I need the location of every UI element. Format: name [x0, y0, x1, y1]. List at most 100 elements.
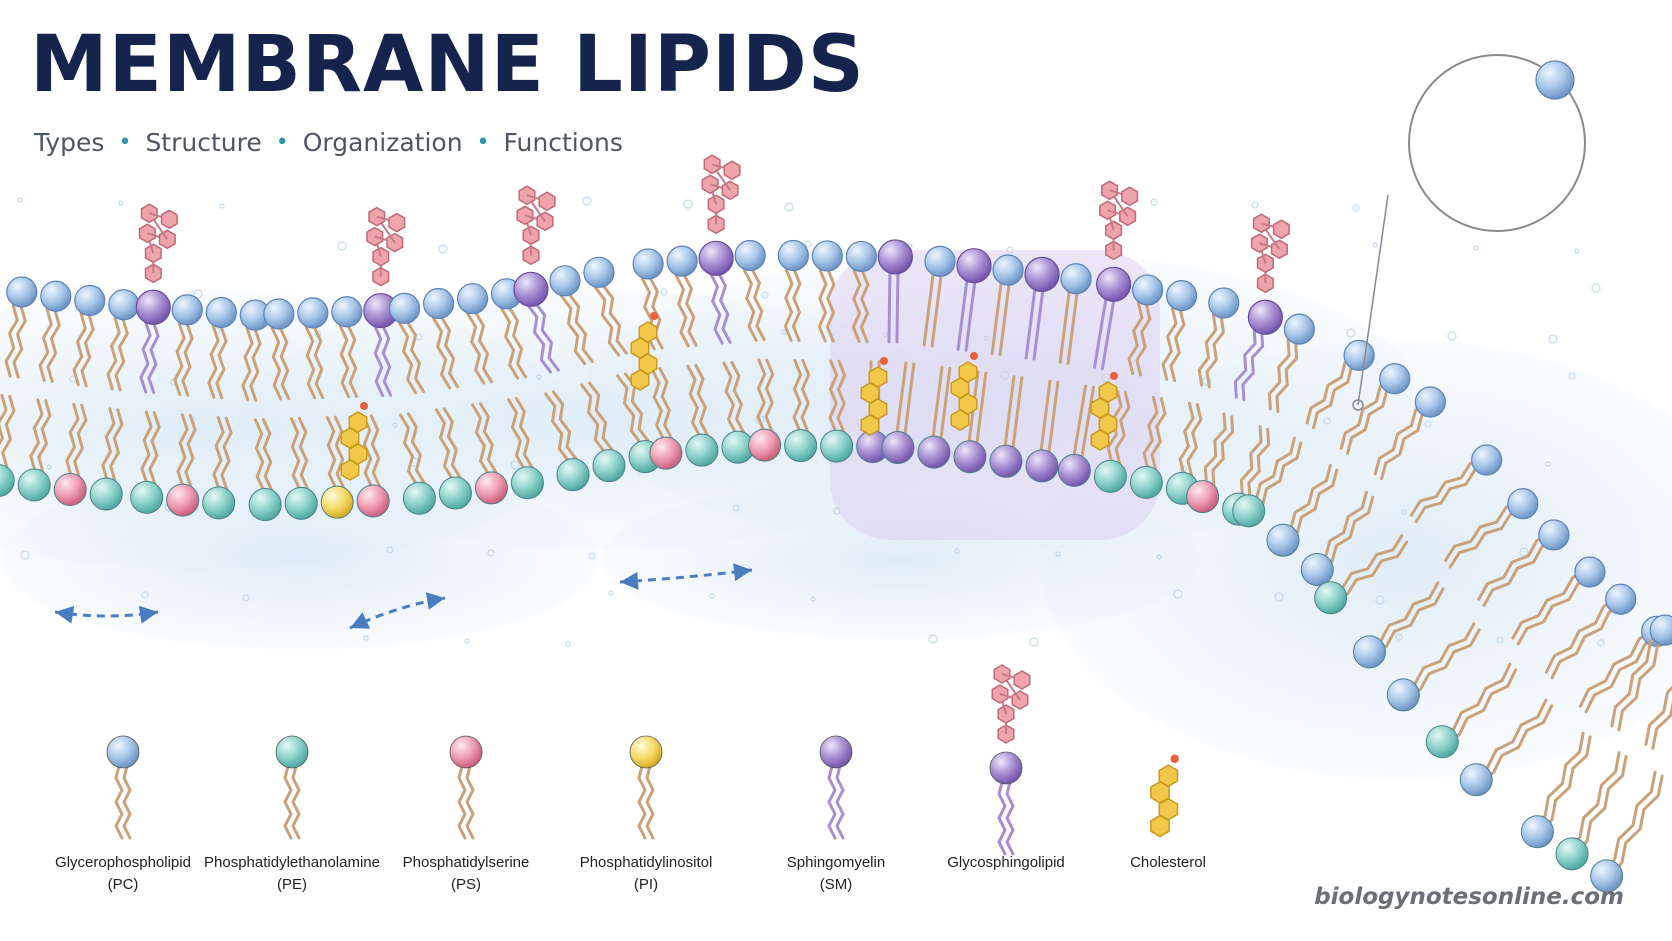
fatty-acid-chain — [1331, 540, 1409, 603]
water-bubble — [954, 548, 960, 554]
phosphatidylcholine-head — [388, 292, 421, 324]
water-bubble — [1591, 283, 1601, 293]
phosphatidylethanolamine-head — [202, 486, 236, 520]
cholesterol-icon — [1150, 754, 1179, 838]
sugar-hexagon — [723, 160, 741, 181]
subtitle-separator-dot: • — [118, 130, 132, 155]
phosphatidylcholine-head — [422, 287, 455, 320]
phosphatidylethanolamine-head — [685, 433, 719, 467]
water-bubble — [804, 240, 812, 248]
fatty-acid-chain — [593, 271, 621, 357]
fatty-acid-chain — [338, 310, 351, 399]
fatty-acid-chain — [817, 254, 828, 343]
glycosphingolipid-icon — [989, 664, 1031, 785]
fatty-acid-chain — [4, 289, 20, 378]
sterol-ring — [958, 393, 978, 415]
sterol-ring — [348, 411, 368, 433]
phosphatidylcholine-head — [1343, 339, 1375, 371]
hydroxyl-group — [650, 312, 658, 320]
phosphatidylcholine-head — [1266, 523, 1300, 557]
phosphatidylcholine-head — [777, 239, 809, 272]
subtitle-structure: Structure — [145, 128, 262, 157]
phosphatidylserine-head — [748, 428, 782, 462]
phosphatidylcholine-head — [845, 240, 877, 273]
water-bubble — [810, 596, 816, 602]
fatty-acid-chain — [106, 302, 122, 391]
sugar-hexagon — [144, 263, 162, 284]
lipid-tails — [997, 780, 1015, 856]
sterol-ring — [348, 443, 368, 465]
legend-label-2: Phosphatidylserine(PS) — [356, 852, 576, 896]
water-bubble — [608, 590, 614, 596]
legend-label-1: Phosphatidylethanolamine(PE) — [182, 852, 402, 896]
sterol-ring — [868, 398, 888, 420]
lipid-tails — [1471, 698, 1554, 785]
fatty-acid-chain — [1005, 780, 1015, 856]
water-bubble — [1156, 554, 1162, 560]
sugar-hexagon — [1105, 220, 1123, 241]
sterol-ring — [950, 377, 970, 399]
cholesterol-molecule — [1090, 372, 1118, 451]
phosphatidylethanolamine-head — [1232, 494, 1266, 528]
lipid-tails — [1477, 530, 1558, 607]
fatty-acid-chain — [1608, 774, 1664, 880]
fatty-acid-chain — [1550, 600, 1626, 680]
phosphatidylcholine-head — [6, 276, 38, 308]
fatty-acid-chain — [1409, 455, 1486, 517]
legend-name: Glycerophospholipid — [55, 854, 191, 871]
water-bubble — [761, 291, 769, 299]
oligosaccharide-chain — [701, 154, 741, 235]
fatty-acid-chain — [1544, 594, 1620, 674]
sterol-ring — [1158, 797, 1179, 821]
fatty-acid-chain — [1471, 698, 1548, 779]
oligosaccharide-chain — [366, 206, 406, 287]
lipid-tails — [457, 764, 475, 840]
phosphatidylethanolamine-head — [1093, 459, 1127, 493]
water-bubble — [588, 552, 596, 560]
cholesterol-molecule — [1150, 754, 1179, 838]
fatty-acid-chain — [457, 764, 467, 840]
cholesterol-molecule — [630, 312, 658, 391]
oligosaccharide-chain — [991, 664, 1031, 744]
sphingomyelin-head — [1024, 256, 1060, 292]
water-haze — [0, 470, 600, 650]
phosphatidylethanolamine-head — [510, 466, 544, 500]
water-bubble — [709, 593, 715, 599]
callout-lipid-head — [1535, 60, 1575, 100]
fatty-acid-chain — [465, 764, 475, 840]
phosphatidylcholine-head — [924, 245, 956, 277]
fatty-acid-chain — [1511, 567, 1589, 640]
water-bubble — [487, 549, 495, 557]
phosphatidylcholine-head — [331, 296, 363, 328]
fatty-acid-chain — [207, 310, 220, 399]
phosphatidylcholine-head — [666, 245, 698, 277]
sterol-ring — [958, 361, 978, 383]
phosphatidylcholine-head — [1574, 556, 1606, 588]
phosphatidylcholine-head — [992, 254, 1024, 286]
phosphatidylcholine-head — [205, 296, 237, 329]
sugar-hexagon — [160, 209, 178, 230]
sterol-ring — [630, 337, 650, 359]
water-bubble — [118, 200, 124, 206]
water-bubble — [363, 635, 369, 641]
sterol-ring — [1098, 381, 1118, 403]
fatty-acid-chain — [1617, 630, 1671, 732]
phosphatidylcholine-head — [171, 294, 203, 326]
water-bubble — [510, 460, 520, 470]
phosphatidylserine-head — [356, 484, 390, 518]
fatty-acid-chain — [72, 298, 88, 387]
phosphatidylcholine-head — [1459, 763, 1493, 797]
water-bubble — [1597, 639, 1605, 647]
hydroxyl-group — [360, 402, 368, 410]
fatty-acid-chain — [1161, 293, 1180, 381]
oligosaccharide-chain — [1099, 180, 1139, 261]
lipid-tails — [1610, 626, 1671, 732]
lipid-bilayer — [0, 80, 1672, 893]
sterol-ring — [340, 459, 360, 481]
phosphatidylethanolamine-head — [89, 477, 123, 511]
water-bubble — [1352, 204, 1360, 212]
water-bubble — [732, 504, 740, 512]
phosphatidylethanolamine-head — [556, 458, 590, 492]
lipid-tails — [1443, 499, 1527, 569]
fatty-acid-chain — [241, 313, 254, 402]
